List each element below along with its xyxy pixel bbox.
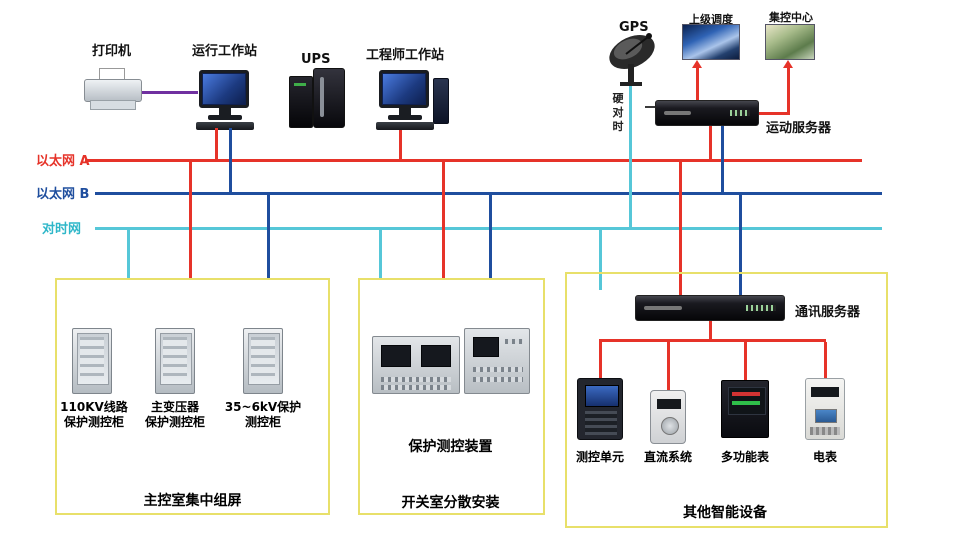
dispatch-arrowhead (692, 60, 702, 68)
superior-dispatch-photo (682, 24, 740, 60)
rightbox-eth-b-drop (739, 195, 742, 295)
central-control-uplink-v-line (787, 66, 790, 114)
hard-time-sync-label: 硬对时 (612, 92, 624, 133)
protection-device-2-icon (464, 328, 530, 394)
ethernet-a-bus-line (85, 159, 862, 162)
operator-ws-eth-a-drop (215, 128, 218, 159)
engineer-workstation-label: 工程师工作站 (366, 48, 445, 63)
gps-time-sync-drop (629, 86, 632, 227)
server-eth-a-drop (709, 126, 712, 159)
other-smart-devices-box (565, 272, 888, 528)
rightbox-time-sync-drop (599, 230, 602, 290)
comm-server-label: 通讯服务器 (795, 305, 861, 320)
rightbox-eth-a-drop (679, 162, 682, 295)
ck-drop-line (599, 342, 602, 378)
midbox-eth-b-drop (489, 195, 492, 278)
midbox-time-sync-drop (379, 230, 382, 278)
server-eth-b-drop (721, 126, 724, 192)
comm-server-icon (635, 295, 785, 321)
protection-device-label: 保护测控装置 (408, 439, 493, 455)
engineer-ws-eth-a-drop (399, 130, 402, 159)
printer-label: 打印机 (92, 44, 132, 59)
110kv-line-cabinet-icon (72, 328, 112, 394)
measure-control-unit-icon (577, 378, 623, 440)
main-transformer-cabinet-label: 主变压器 保护测控柜 (144, 400, 205, 429)
ups-label: UPS (301, 52, 331, 67)
telecontrol-server-icon (655, 100, 759, 126)
operator-workstation-icon (196, 70, 254, 130)
gps-label: GPS (619, 20, 649, 35)
engineer-host-tower-icon (433, 78, 449, 124)
ethernet-b-bus-line (95, 192, 882, 195)
operator-workstation-label: 运行工作站 (192, 44, 258, 59)
time-sync-net-label: 对时网 (42, 222, 82, 237)
multifunction-meter-label: 多功能表 (720, 450, 769, 464)
em-drop-line (824, 342, 827, 378)
main-control-room-box (55, 278, 330, 515)
other-smart-devices-caption: 其他智能设备 (683, 505, 767, 521)
dispatch-uplink-line (696, 66, 699, 100)
central-control-label: 集控中心 (769, 11, 813, 24)
superior-dispatch-label: 上级调度 (689, 13, 733, 26)
printer-icon (84, 68, 142, 112)
central-control-uplink-h-line (757, 112, 790, 115)
central-control-arrowhead (783, 60, 793, 68)
leftbox-time-sync-drop (127, 230, 130, 278)
35-6kv-cabinet-icon (243, 328, 283, 394)
leftbox-eth-b-drop (267, 195, 270, 278)
comm-server-stem-line (709, 321, 712, 341)
110kv-cabinet-label: 110KV线路 保护测控柜 (60, 400, 128, 429)
dc-drop-line (667, 342, 670, 390)
dc-system-icon (650, 390, 686, 444)
engineer-workstation-icon (376, 70, 434, 130)
leftbox-eth-a-drop (189, 162, 192, 278)
protection-device-1-icon (372, 336, 460, 394)
telecontrol-server-label: 运动服务器 (766, 121, 832, 136)
gps-server-connector-line (645, 106, 657, 108)
energy-meter-icon (805, 378, 845, 440)
central-control-photo (765, 24, 815, 60)
energy-meter-label: 电表 (812, 450, 837, 464)
printer-cable-line (142, 91, 198, 94)
main-control-room-caption: 主控室集中组屏 (143, 493, 242, 509)
gps-dish-icon (609, 33, 655, 86)
comm-server-branch-line (599, 339, 826, 342)
switch-room-box (358, 278, 545, 515)
dc-system-label: 直流系统 (643, 450, 692, 464)
switch-room-caption: 开关室分散安装 (401, 495, 500, 511)
ups-icon (289, 66, 347, 128)
time-sync-bus-line (95, 227, 882, 230)
mf-drop-line (744, 342, 747, 380)
operator-ws-eth-b-drop (229, 128, 232, 192)
ethernet-b-label: 以太网 B (36, 187, 90, 202)
ethernet-a-label: 以太网 A (36, 154, 90, 169)
measure-control-unit-label: 测控单元 (575, 450, 624, 464)
midbox-eth-a-drop (442, 162, 445, 278)
main-transformer-cabinet-icon (155, 328, 195, 394)
35-6kv-cabinet-label: 35~6kV保护 测控柜 (224, 400, 302, 429)
multifunction-meter-icon (721, 380, 769, 438)
